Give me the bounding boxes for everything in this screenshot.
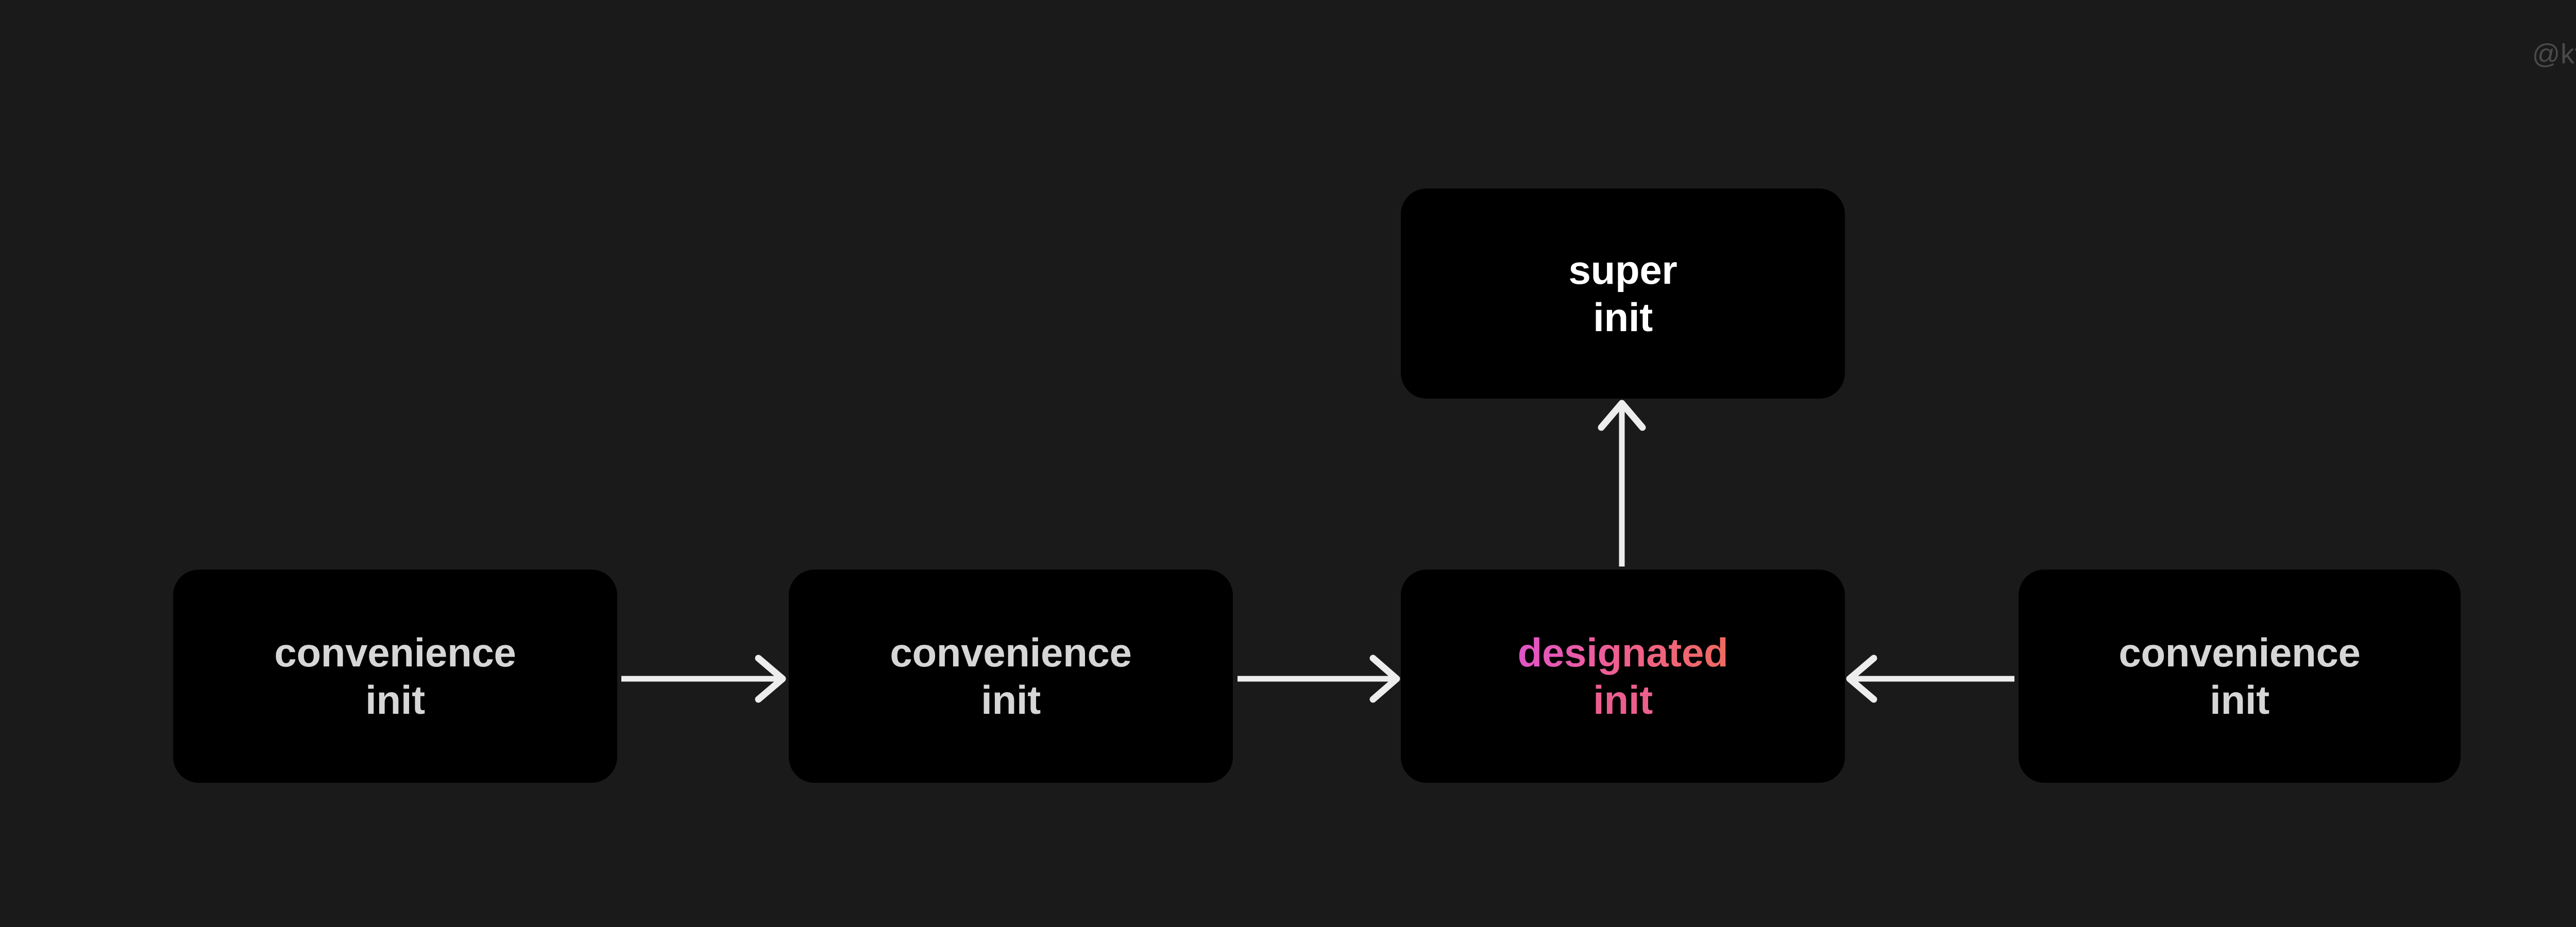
node-convenience-init-2[interactable]: convenience init — [789, 570, 1233, 783]
arrow-conv1-to-conv2 — [621, 655, 786, 703]
arrow-designated-to-super — [1598, 400, 1646, 566]
node-convenience-init-3-line-2: init — [2210, 677, 2269, 723]
node-convenience-init-1-line-2: init — [365, 677, 425, 723]
node-super-init-line-1: super — [1568, 247, 1677, 293]
node-super-init-line-2: init — [1593, 295, 1653, 340]
node-convenience-init-3[interactable]: convenience init — [2019, 570, 2461, 783]
node-designated-init-line-2: init — [1593, 676, 1653, 724]
arrow-conv3-to-designated — [1846, 655, 2014, 703]
node-convenience-init-3-line-1: convenience — [2119, 629, 2361, 675]
node-convenience-init-1-line-1: convenience — [274, 629, 516, 675]
node-convenience-init-1[interactable]: convenience init — [173, 570, 617, 783]
node-convenience-init-2-line-2: init — [981, 677, 1041, 723]
node-super-init[interactable]: super init — [1401, 188, 1845, 399]
node-designated-init-line-1: designated — [1518, 629, 1728, 676]
arrow-conv2-to-designated — [1238, 655, 1400, 703]
node-convenience-init-2-line-1: convenience — [890, 629, 1132, 675]
node-designated-init[interactable]: designated init — [1401, 570, 1845, 783]
watermark-handle: @kfamyn — [2532, 39, 2576, 70]
